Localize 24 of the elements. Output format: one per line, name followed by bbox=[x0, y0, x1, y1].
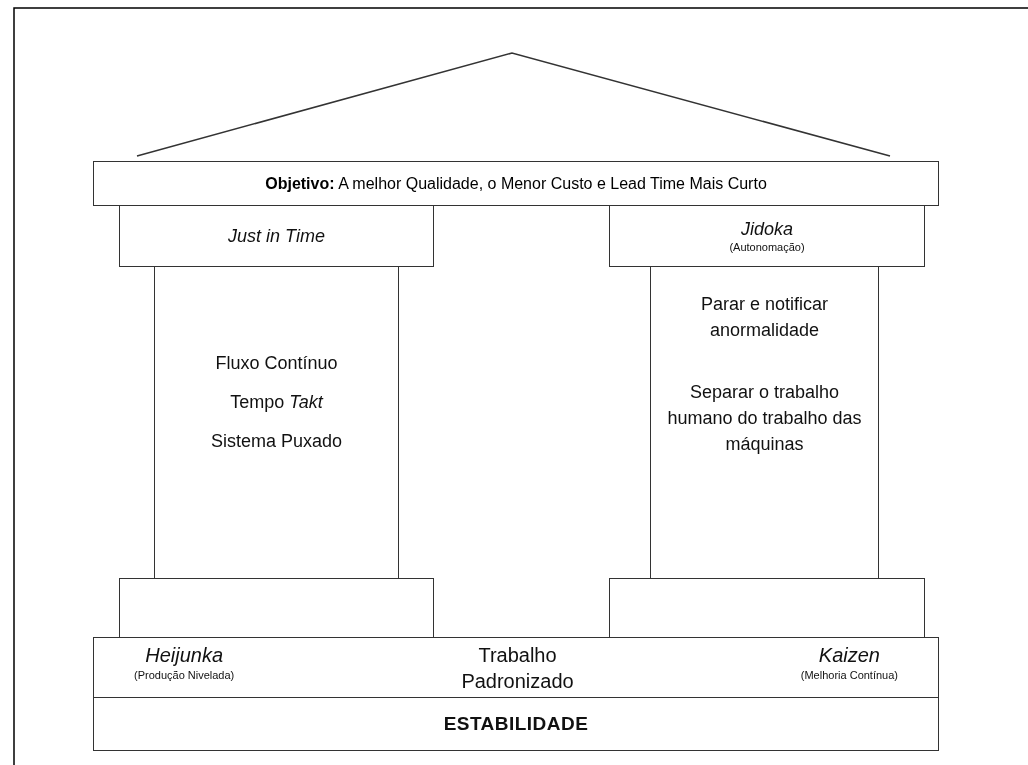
empty-box bbox=[119, 578, 434, 638]
pillar-capital bbox=[119, 205, 434, 267]
pillar-text: Just in Time bbox=[228, 224, 325, 248]
foundation-band bbox=[93, 637, 939, 698]
pillar-text: (Produção Nivelada) bbox=[134, 668, 235, 682]
pillar-column bbox=[650, 266, 879, 579]
pillar-text: Trabalho Padronizado bbox=[460, 643, 575, 694]
pillar-column bbox=[154, 266, 399, 579]
pillar-capital bbox=[609, 205, 925, 267]
pillar-text: Jidoka bbox=[741, 218, 793, 240]
base-band bbox=[93, 697, 939, 751]
pillar-text: (Autonomação) bbox=[729, 240, 805, 254]
pillar-text: Objetivo: A melhor Qualidade, o Menor Custo e Lead Time Mais Curto bbox=[265, 173, 767, 194]
pillar-text: Fluxo Contínuo bbox=[215, 352, 338, 375]
pillar-text: Separar o trabalho humano do trabalho das máquinas bbox=[666, 381, 863, 456]
pillar-text: Kaizen bbox=[818, 643, 880, 668]
goal-beam bbox=[93, 161, 939, 206]
empty-box bbox=[609, 578, 925, 638]
pillar-text: Sistema Puxado bbox=[210, 430, 343, 453]
pillar-text: (Melhoria Contínua) bbox=[800, 668, 898, 682]
pillar-text: Heijunka bbox=[145, 643, 224, 668]
pillar-text: Tempo Takt bbox=[230, 391, 323, 414]
pillar-text: ESTABILIDADE bbox=[443, 711, 589, 736]
pillar-text: Parar e notificar anormalidade bbox=[699, 293, 830, 342]
